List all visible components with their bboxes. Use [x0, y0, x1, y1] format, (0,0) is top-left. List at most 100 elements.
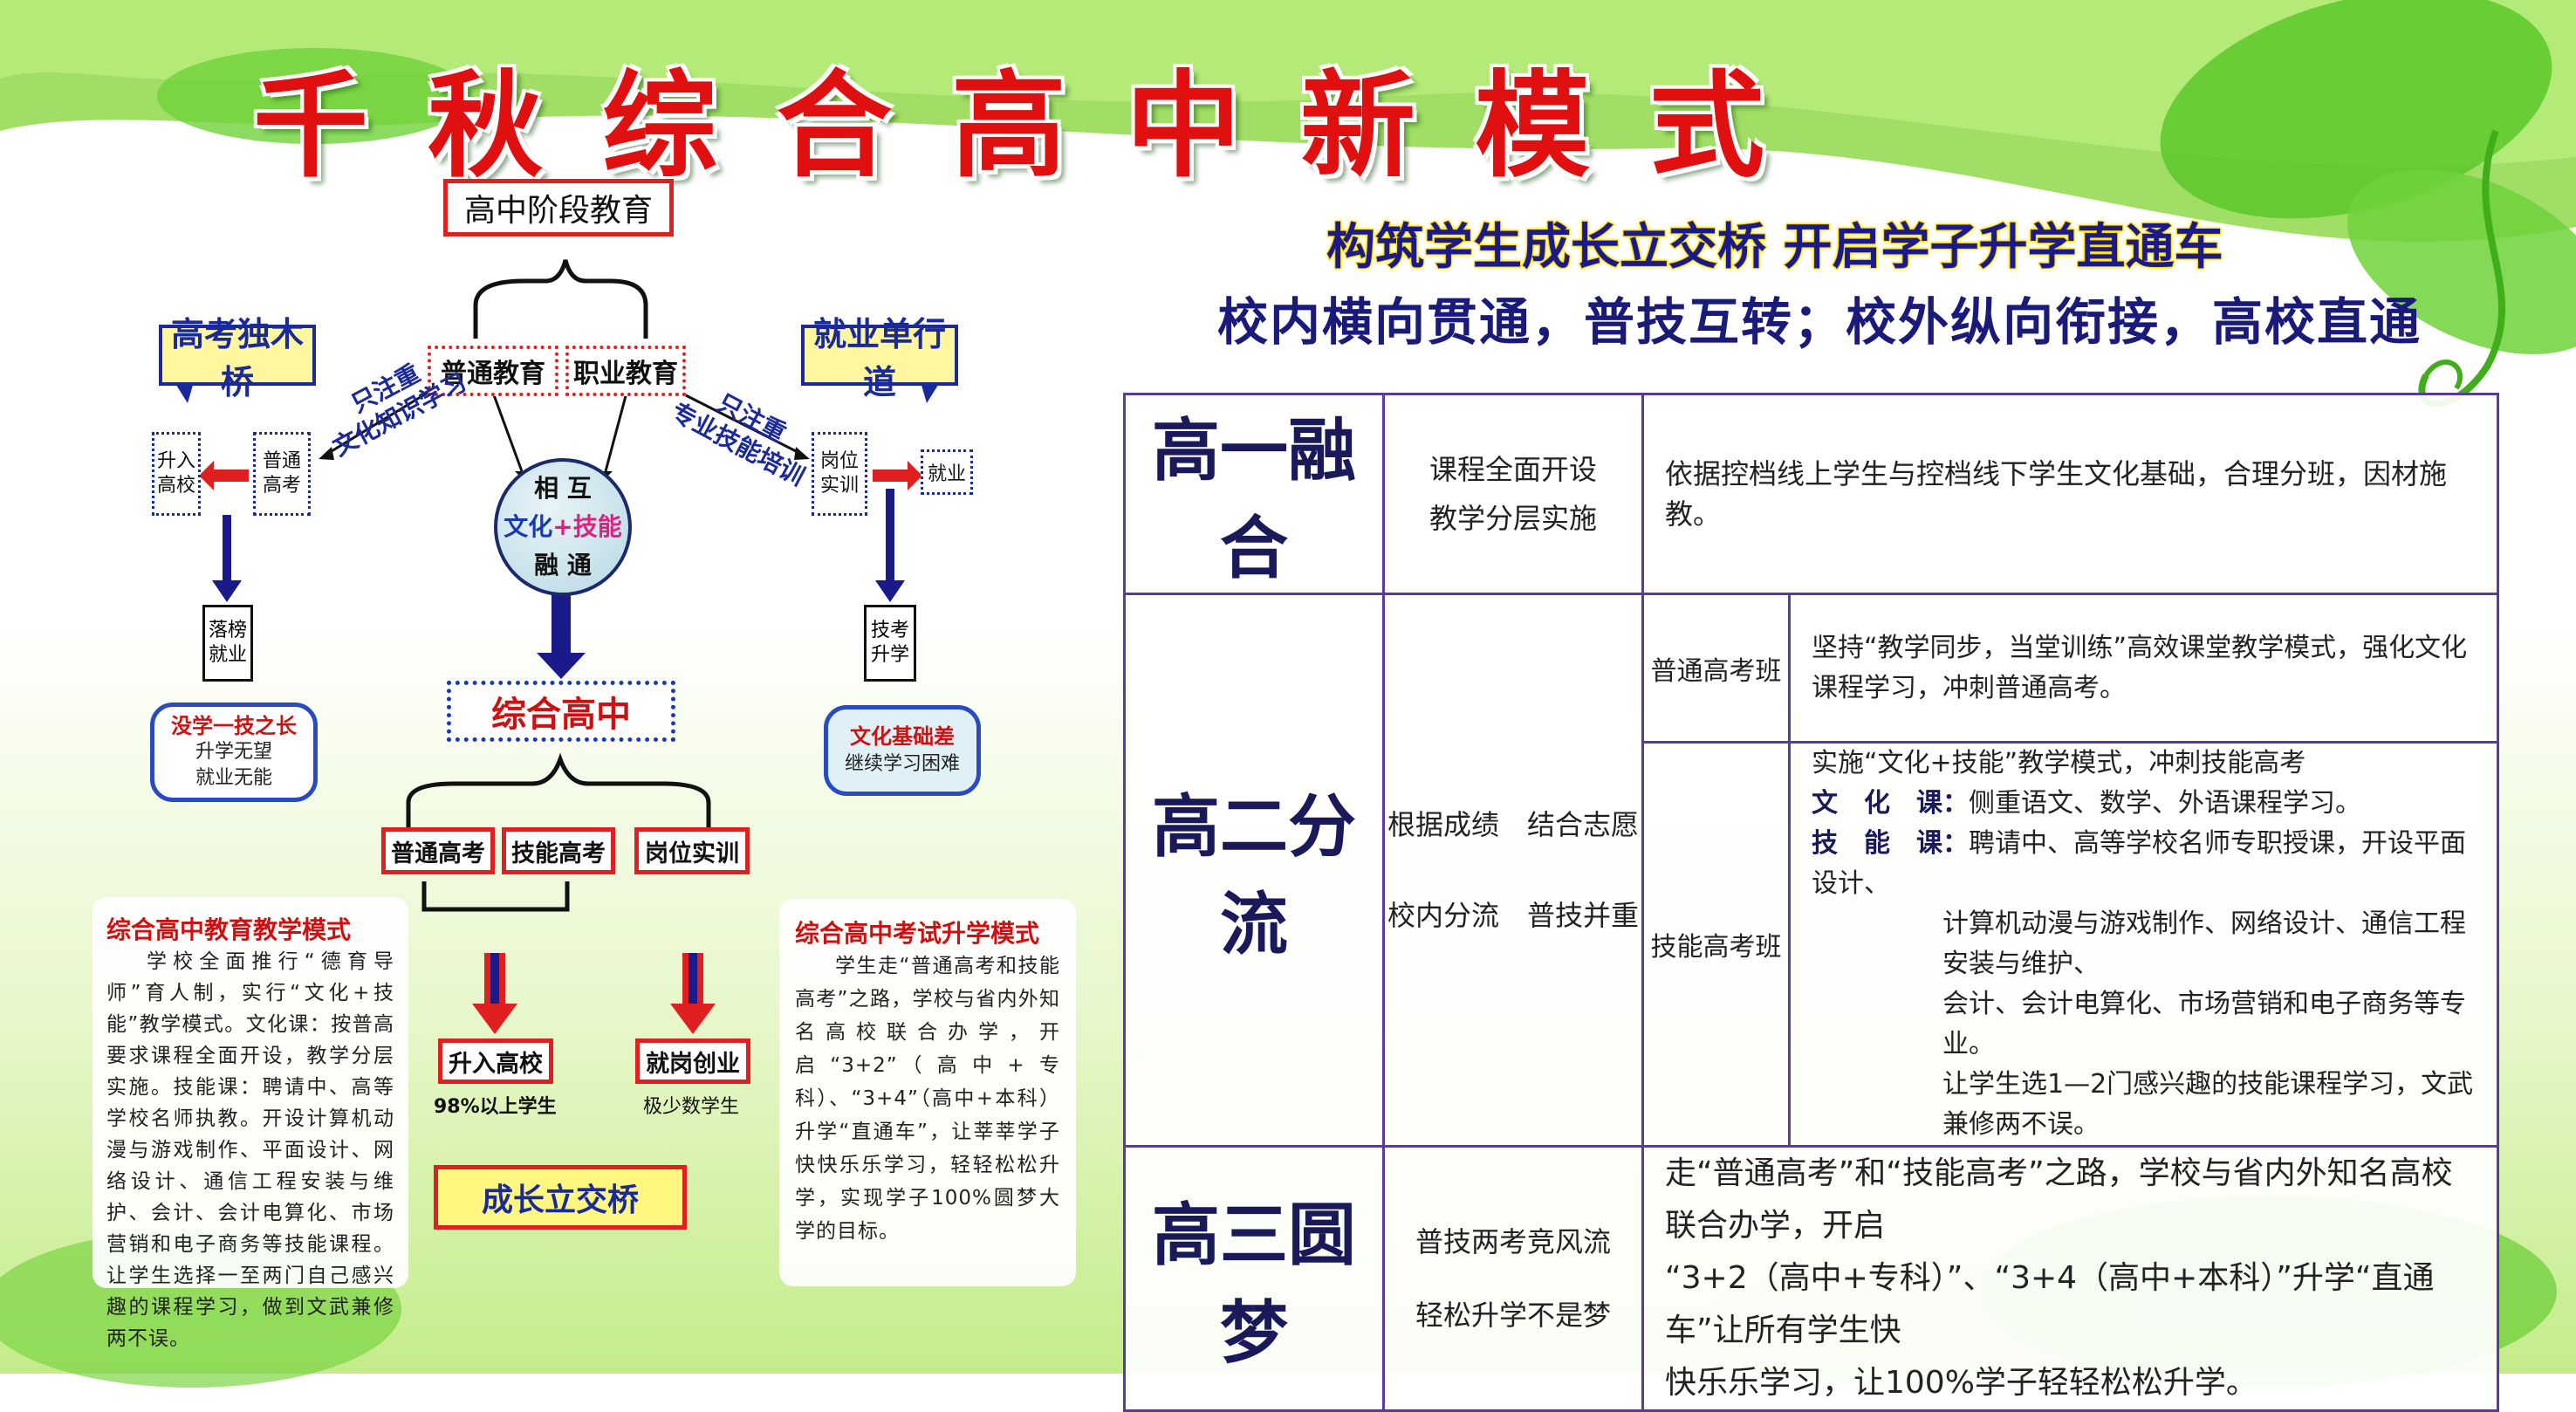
- node-post-training-small: 岗位实训: [812, 432, 867, 516]
- bubble-no-skill-line2: 就业无能: [195, 767, 272, 789]
- text-skill-course: 聘请中、高等学校名师专职授课，开设平面设计、: [1812, 828, 2466, 899]
- skill-desc-line-a: 实施“文化+技能”教学模式，冲刺技能高考: [1812, 748, 2306, 778]
- bubble-weak-culture: 文化基础差 继续学习困难: [824, 705, 981, 796]
- grade-one-mode-2: 教学分层实施: [1428, 502, 1597, 535]
- label-culture-course: 文 化 课：: [1812, 788, 1969, 819]
- cell-grade-one-name: 高一融合: [1123, 393, 1385, 595]
- node-general-education: 普通教育: [428, 346, 558, 396]
- node-employment-startup: 就岗创业: [635, 1038, 750, 1084]
- bottom-brace: [406, 752, 711, 827]
- arrowhead-down-job: [670, 1004, 716, 1034]
- grade-two-mode-2: 校内分流 普技并重: [1387, 899, 1639, 932]
- arrow-down-uni: [490, 953, 499, 1005]
- leaf-top-left: [157, 48, 471, 144]
- arrow-down-job: [689, 953, 697, 1005]
- node-growth-overpass: 成长立交桥: [434, 1165, 687, 1230]
- vine-curl: [2423, 359, 2463, 390]
- circle-skill: 技能: [572, 512, 622, 541]
- arrowhead-left-red: [199, 461, 214, 490]
- circle-integration: 相 互 文化+技能 融 通: [494, 458, 632, 596]
- arrowhead-right-red: [908, 461, 922, 490]
- arrow-vocational-to-post: [680, 391, 802, 456]
- cell-grade-three-desc: 走“普通高考”和“技能高考”之路，学校与省内外知名高校联合办学，开启 “3+2（…: [1641, 1145, 2499, 1412]
- top-brace: [473, 259, 648, 339]
- cell-grade-one-desc: 依据控档线上学生与控档线下学生文化基础，合理分班，因材施教。: [1641, 393, 2499, 595]
- grade-three-desc-1: 走“普通高考”和“技能高考”之路，学校与省内外知名高校联合办学，开启: [1665, 1155, 2453, 1244]
- leaf-right: [2347, 169, 2576, 354]
- arrow-general-to-exam: [326, 391, 428, 456]
- row-grade-three: 高三圆梦 普技两考竞风流 轻松升学不是梦 走“普通高考”和“技能高考”之路，学校…: [1123, 1145, 2499, 1412]
- slogan-secondary: 校内横向贯通，普技互转；校外纵向衔接，高校直通: [1217, 292, 2422, 352]
- node-fail-employment: 落榜就业: [202, 605, 253, 682]
- arrow-right-red: [873, 470, 908, 482]
- panel-exam-mode: 综合高中考试升学模式 学生走“普通高考和技能高考”之路，学校与省内外知名高校联合…: [779, 899, 1076, 1286]
- arrow-down-left: [223, 515, 231, 580]
- arrowhead-down-right: [875, 580, 905, 602]
- arrowhead-post: [794, 447, 810, 460]
- cell-skill-class-desc: 实施“文化+技能”教学模式，冲刺技能高考 文 化 课：侧重语文、数学、外语课程学…: [1788, 741, 2499, 1148]
- merge-bracket: [421, 881, 570, 912]
- circle-line3: 融 通: [534, 551, 592, 579]
- callout-exam-bridge: 高考独木桥: [159, 315, 316, 401]
- grade-table: 高一融合 课程全面开设 教学分层实施 依据控档线上学生与控档线下学生文化基础，合…: [1123, 393, 2499, 1412]
- grade-three-mode-2: 轻松升学不是梦: [1415, 1299, 1611, 1332]
- grade-three-desc-3: 快乐乐学习，让100%学子轻轻松松升学。: [1665, 1365, 2257, 1401]
- bubble-no-skill: 没学一技之长 升学无望 就业无能: [150, 703, 318, 802]
- row-grade-one: 高一融合 课程全面开设 教学分层实施 依据控档线上学生与控档线下学生文化基础，合…: [1123, 393, 2499, 595]
- node-high-school-stage: 高中阶段教育: [443, 179, 674, 236]
- node-vocational-education: 职业教育: [565, 346, 686, 396]
- cell-grade-three-mode: 普技两考竞风流 轻松升学不是梦: [1382, 1145, 1644, 1412]
- note-few-students: 极少数学生: [643, 1096, 740, 1118]
- node-enter-university: 升入高校: [438, 1038, 553, 1084]
- cell-general-class-desc: 坚持“教学同步，当堂训练”高效课堂教学模式，强化文化课程学习，冲刺普通高考。: [1788, 593, 2499, 744]
- bubble-no-skill-line1: 升学无望: [195, 741, 272, 763]
- arrow-down-center: [552, 593, 571, 655]
- node-enter-university-small: 升入高校: [152, 432, 201, 516]
- bubble-weak-culture-title: 文化基础差: [850, 724, 955, 749]
- cell-general-class: 普通高考班: [1641, 593, 1791, 744]
- skill-desc-line-c: 技 能 课：聘请中、高等学校名师专职授课，开设平面设计、: [1812, 824, 2476, 904]
- slogan-primary: 构筑学生成长立交桥 开启学子升学直通车: [1326, 218, 2223, 277]
- bubble-no-skill-title: 没学一技之长: [171, 714, 297, 738]
- arrow-down-right: [886, 489, 894, 580]
- grade-three-mode-1: 普技两考竞风流: [1415, 1225, 1611, 1258]
- top-green-light: [0, 0, 2576, 167]
- row-grade-two-skill: 技能高考班 实施“文化+技能”教学模式，冲刺技能高考 文 化 课：侧重语文、数学…: [1125, 741, 2499, 1148]
- skill-desc-line-f: 让学生选1—2门感兴趣的技能课程学习，文武兼修两不误。: [1942, 1069, 2474, 1140]
- leaf-top-right: [2160, 0, 2552, 219]
- cell-grade-two-name: 高二分流: [1123, 593, 1385, 1148]
- cell-skill-class: 技能高考班: [1641, 741, 1791, 1148]
- arrowhead-down-uni: [472, 1004, 517, 1034]
- node-skill-exam-promotion: 技考升学: [864, 605, 916, 682]
- callout-left-tail: [175, 382, 194, 403]
- cell-grade-one-mode: 课程全面开设 教学分层实施: [1382, 393, 1644, 595]
- grade-two-mode-1: 根据成绩 结合志愿: [1387, 808, 1639, 841]
- bubble-weak-culture-line: 继续学习困难: [844, 753, 960, 775]
- skill-desc-line-e: 会计、会计电算化、市场营销和电子商务等专业。: [1942, 989, 2466, 1059]
- grade-one-mode-1: 课程全面开设: [1428, 453, 1597, 486]
- arrow-left-red: [214, 470, 249, 482]
- node-post-training: 岗位实训: [634, 827, 750, 874]
- callout-right-tail: [921, 382, 940, 403]
- node-general-exam: 普通高考: [381, 827, 495, 874]
- skill-desc-line-d: 计算机动漫与游戏制作、网络设计、通信工程安装与维护、: [1942, 908, 2466, 979]
- circle-line2: 文化+技能: [504, 508, 622, 546]
- diagram-connectors: [175, 259, 940, 1034]
- panel-exam-mode-body: 学生走“普通高考和技能高考”之路，学校与省内外知名高校联合办学，开启“3+2”（…: [795, 955, 1060, 1243]
- label-skill-course: 技 能 课：: [1812, 828, 1969, 859]
- text-culture-course: 侧重语文、数学、外语课程学习。: [1969, 788, 2361, 819]
- circle-line1: 相 互: [534, 474, 592, 503]
- node-comprehensive-high-school: 综合高中: [447, 681, 675, 742]
- arrow-vocational-to-circle: [604, 392, 628, 472]
- panel-teaching-mode: 综合高中教育教学模式 学校全面推行“德育导师”育人制，实行“文化+技能”教学模式…: [92, 897, 408, 1350]
- arrowhead-exam: [319, 447, 334, 460]
- circle-plus: +: [552, 512, 573, 541]
- row-grade-two-general: 高二分流 根据成绩 结合志愿 校内分流 普技并重 普通高考班 坚持“教学同步，当…: [1123, 593, 2499, 1148]
- callout-employment-road: 就业单行道: [801, 315, 958, 401]
- node-general-exam-small: 普通高考: [253, 432, 311, 516]
- arrowhead-down-left: [212, 580, 242, 602]
- skill-desc-line-b: 文 化 课：侧重语文、数学、外语课程学习。: [1812, 784, 2476, 824]
- arrowhead-down-center: [537, 653, 586, 679]
- cell-grade-three-name: 高三圆梦: [1123, 1145, 1385, 1412]
- panel-exam-mode-title: 综合高中考试升学模式: [795, 919, 1040, 948]
